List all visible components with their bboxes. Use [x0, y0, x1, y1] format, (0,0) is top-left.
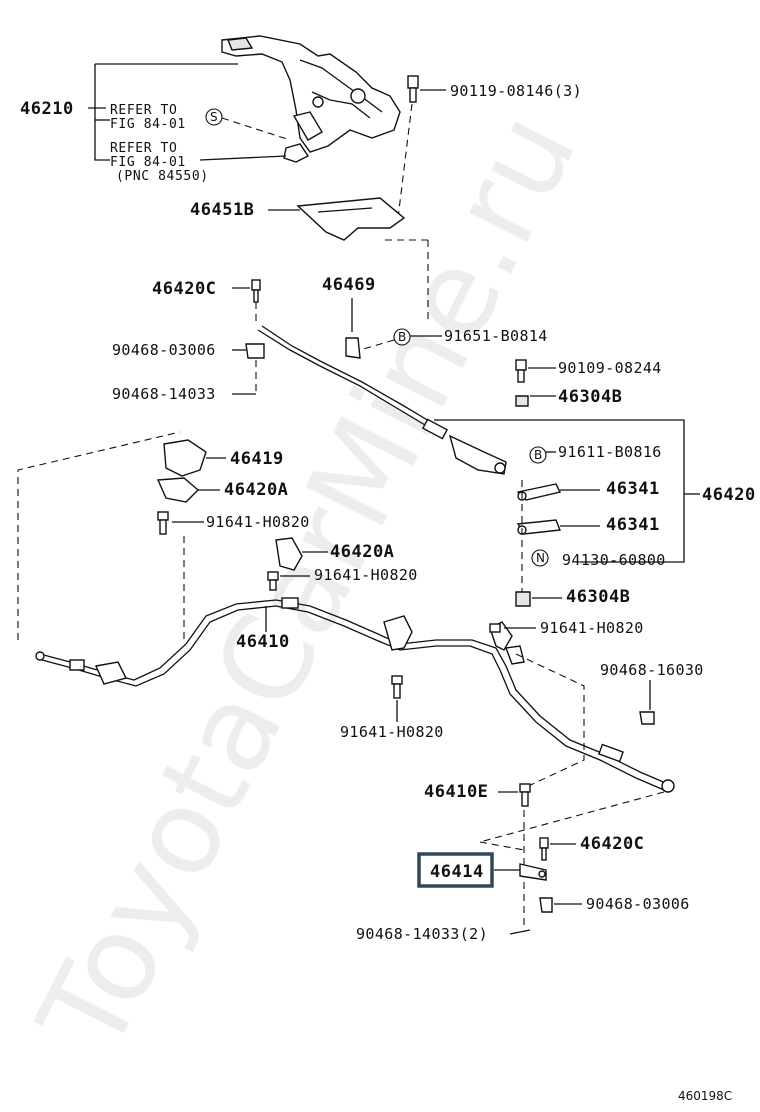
label-46420a-left: 46420A	[224, 480, 288, 500]
label-90468-16030: 90468-16030	[600, 661, 704, 679]
bolt-46410e	[519, 783, 531, 807]
boot-46451b	[296, 197, 406, 241]
label-46410: 46410	[236, 632, 290, 652]
pin-46420c-top	[251, 279, 261, 303]
label-46341-a: 46341	[606, 479, 660, 499]
label-90468-14033-top: 90468-14033	[112, 385, 216, 403]
bolt-90119	[407, 75, 419, 103]
label-90468-03006-bottom: 90468-03006	[586, 895, 690, 913]
clamp-46420a-mid	[275, 537, 303, 571]
label-91641-h0820-a: 91641-H0820	[206, 513, 310, 531]
figure-code: 460198C	[678, 1089, 732, 1103]
equalizer-46341-b	[516, 519, 561, 535]
front-cable	[257, 325, 507, 475]
label-46451b: 46451B	[190, 200, 254, 220]
svg-text:B: B	[534, 448, 542, 462]
watermark: ToyotaCarMine.ru	[12, 92, 603, 1074]
label-91641-h0820-c: 91641-H0820	[340, 723, 444, 741]
label-91641-h0820-d: 91641-H0820	[540, 619, 644, 637]
svg-text:S: S	[210, 110, 218, 124]
label-91611-b0816: 91611-B0816	[558, 443, 662, 461]
label-46304b-bottom: 46304B	[566, 587, 630, 607]
clamp-46420a-left	[156, 477, 200, 503]
grommet-46304b-bottom	[515, 591, 531, 607]
refer-to-2-line2: FIG 84-01	[110, 155, 186, 170]
svg-text:N: N	[536, 551, 545, 565]
marker-s: S	[205, 108, 223, 126]
bolt-91641-d	[489, 623, 501, 633]
clamp-46419	[163, 439, 207, 477]
highlight-box-46414	[417, 852, 494, 888]
refer-to-2-pnc: (PNC 84550)	[116, 169, 209, 184]
clevis-90468-03006	[245, 343, 265, 359]
equalizer-46341-a	[516, 483, 562, 501]
label-91651-b0814: 91651-B0814	[444, 327, 548, 345]
label-46469: 46469	[322, 275, 376, 295]
label-46419: 46419	[230, 449, 284, 469]
label-90119-08146: 90119-08146(3)	[450, 82, 582, 100]
marker-b-1: B	[393, 328, 411, 346]
bolt-90109	[515, 359, 527, 383]
svg-text:B: B	[398, 330, 406, 344]
clevis-90468-03006-bottom	[539, 897, 553, 913]
parking-brake-lever-assembly	[221, 35, 401, 163]
label-90109-08244: 90109-08244	[558, 359, 662, 377]
label-46420: 46420	[702, 485, 756, 505]
marker-n: N	[531, 549, 549, 567]
label-46420a-mid: 46420A	[330, 542, 394, 562]
rod-46414	[519, 863, 547, 881]
pin-46420c-bottom	[539, 837, 549, 861]
label-46420c-bottom: 46420C	[580, 834, 644, 854]
refer-to-1-line1: REFER TO	[110, 103, 177, 118]
label-46420c-top: 46420C	[152, 279, 216, 299]
label-46410e: 46410E	[424, 782, 488, 802]
refer-to-1-line2: FIG 84-01	[110, 117, 186, 132]
marker-b-2: B	[529, 446, 547, 464]
clip-90468-16030	[639, 711, 655, 725]
label-46210: 46210	[20, 99, 74, 119]
label-91641-h0820-b: 91641-H0820	[314, 566, 418, 584]
refer-to-2-line1: REFER TO	[110, 141, 177, 156]
grommet-46304b-top	[515, 395, 529, 407]
bolt-91641-b	[267, 571, 279, 591]
clip-46469	[345, 337, 361, 359]
label-46414[interactable]: 46414	[430, 862, 484, 882]
bolt-91641-c	[391, 675, 403, 699]
label-94130-60800: 94130-60800	[562, 551, 666, 569]
bolt-91641-a	[157, 511, 169, 535]
label-90468-03006-top: 90468-03006	[112, 341, 216, 359]
label-46304b-top: 46304B	[558, 387, 622, 407]
label-90468-14033-bottom: 90468-14033(2)	[356, 925, 488, 943]
label-46341-b: 46341	[606, 515, 660, 535]
